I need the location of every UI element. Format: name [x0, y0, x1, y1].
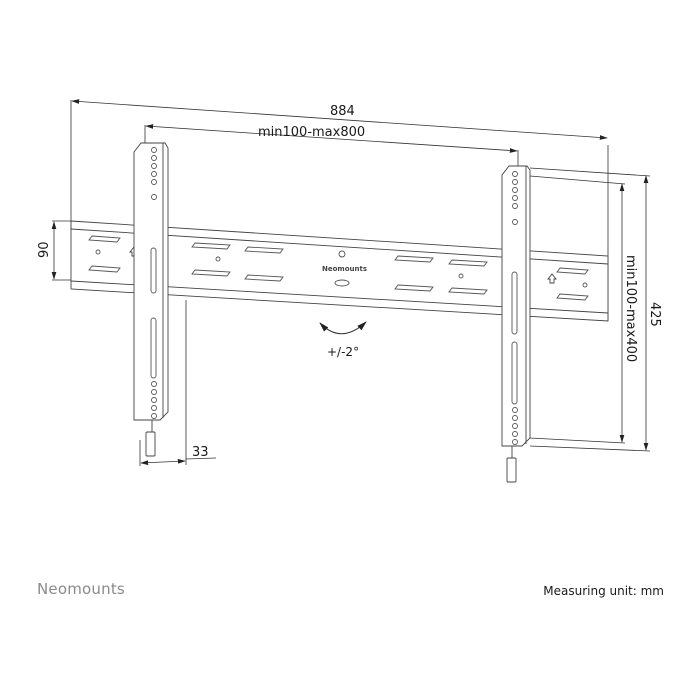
tilt-label: +/-2° [327, 345, 359, 359]
measuring-unit: Measuring unit: mm [543, 584, 664, 598]
tilt-arrow-icon [319, 321, 367, 335]
vesa-width-label: min100-max800 [258, 125, 365, 140]
right-bracket [501, 165, 531, 483]
overall-height-label: 425 [647, 302, 662, 327]
dimension-wall-distance [139, 300, 217, 466]
overall-width-label: 884 [330, 104, 355, 119]
vesa-height-label: min100-max400 [623, 255, 638, 362]
dimension-rail-height [51, 220, 71, 281]
rail-height-label: 90 [37, 241, 52, 258]
rail-logo: Neomounts [322, 265, 367, 273]
left-bracket [133, 142, 169, 457]
wall-distance-label: 33 [192, 445, 209, 460]
dimension-heights [529, 167, 651, 452]
brand-logo: Neomounts [37, 580, 125, 598]
dimension-vesa-width [144, 124, 519, 168]
